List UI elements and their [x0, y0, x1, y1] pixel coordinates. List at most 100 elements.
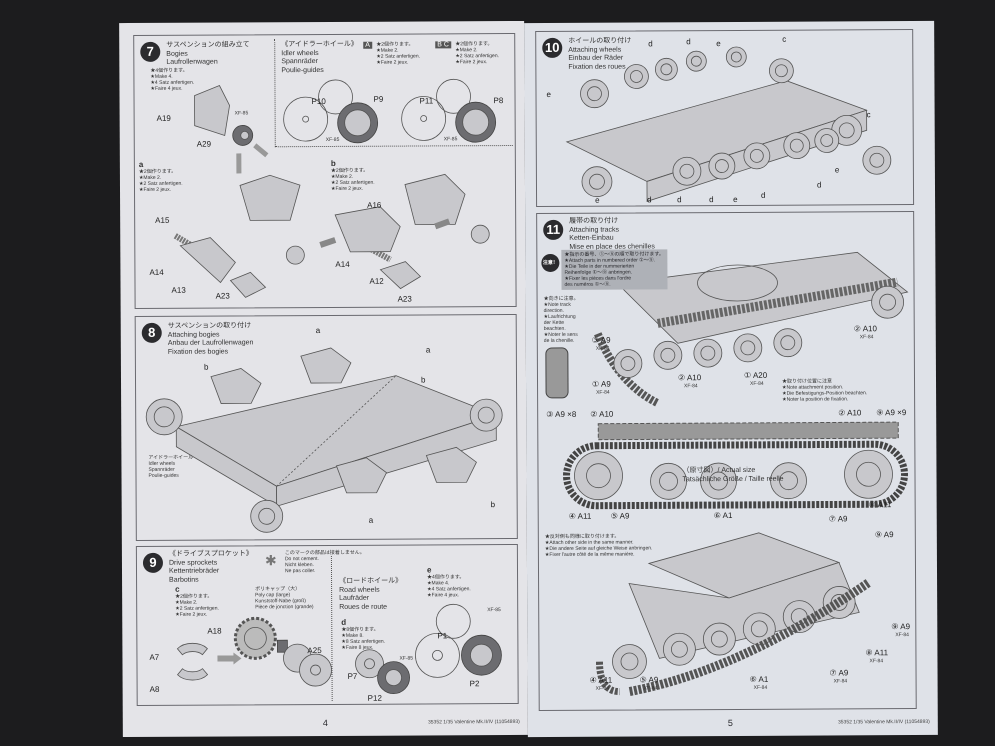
- title-jp: 《ドライブスプロケット》: [168, 550, 253, 558]
- sub-tag: a: [368, 515, 374, 525]
- step-number: 11: [543, 219, 564, 240]
- track-part-label: ⑧ A11: [868, 500, 892, 510]
- paint-label: XF-85: [399, 655, 414, 662]
- wheel: [770, 462, 807, 500]
- step-number: 9: [142, 552, 164, 573]
- title-de: Laufrollenwagen: [166, 58, 218, 66]
- wheel-hub: [679, 163, 695, 179]
- version-tag-bc: B C: [435, 41, 451, 49]
- paint-label: XF-85: [443, 136, 458, 143]
- title-fr: Barbotins: [169, 576, 199, 584]
- sub-tag: d: [709, 195, 714, 205]
- track-part-label: ⑨ A9: [891, 622, 911, 632]
- wheel: [581, 166, 613, 198]
- track-part-label: ② A10: [590, 409, 614, 419]
- sub-tag: b: [420, 375, 426, 385]
- wheel: [862, 145, 892, 175]
- part-label: P11: [419, 96, 434, 106]
- wheel: [844, 449, 893, 499]
- paint-label: XF-84: [643, 685, 658, 692]
- sprocket-wheel-illustration: [176, 603, 502, 695]
- part-label: A7: [149, 652, 160, 662]
- part-label: A12: [369, 276, 384, 286]
- wheel-hub: [690, 55, 702, 67]
- part-label: A13: [171, 285, 186, 295]
- wheel-hub: [620, 356, 636, 371]
- title-fr: Poulie-guides: [281, 66, 324, 74]
- sub-tag: d: [686, 37, 691, 47]
- wheel-hub: [660, 63, 673, 76]
- wheel: [654, 57, 678, 81]
- track-attach-illustration: [545, 251, 909, 696]
- part-label: P1: [437, 631, 448, 641]
- wheel-hub: [730, 51, 742, 63]
- paint-label: XF-84: [596, 389, 610, 396]
- track-part-label: ③ A9: [591, 335, 611, 345]
- sub-tag: d: [761, 190, 766, 200]
- wheel: [768, 58, 794, 84]
- title-jp: 《ロードホイール》: [339, 577, 403, 585]
- sub-e-note: e★4個作ります。★Make 4.★4 Satz anfertigen.★Fai…: [426, 565, 471, 599]
- wheel-attach-illustration: [565, 46, 892, 202]
- wheel-hub: [630, 70, 643, 83]
- sub-tag: a: [425, 345, 431, 355]
- wheel-hub: [780, 335, 796, 351]
- track-part-label: ⑦ A9: [829, 668, 849, 678]
- part-label: P8: [493, 96, 504, 106]
- make-note: ★4個作ります。★Make 4.★4 Satz anfertigen.★Fair…: [150, 68, 194, 92]
- wheel-hub: [820, 134, 834, 147]
- wheel-hub: [869, 152, 885, 168]
- paint-label: XF-85: [234, 110, 249, 117]
- wheel: [574, 451, 623, 501]
- note-line: ★Faire 2 jeux.: [175, 611, 208, 618]
- wheel: [700, 462, 737, 500]
- part-label: A19: [156, 113, 171, 123]
- wheel-hub: [671, 640, 688, 658]
- track-part-label: ④ A11: [568, 511, 592, 521]
- wheel: [624, 64, 649, 89]
- part-label: P12: [367, 693, 382, 703]
- sub-tag: c: [782, 34, 787, 44]
- wheel-hub: [749, 148, 764, 163]
- kit-code: 35352 1/35 Valentine Mk.II/IV (11054893): [837, 718, 930, 726]
- sub-d-note: d★8個作ります。★Make 8.★8 Satz anfertigen.★Fai…: [341, 618, 385, 651]
- note-line: ★Faire 4 jeux.: [427, 592, 460, 599]
- wheel-hub: [838, 122, 855, 139]
- sub-tag: e: [834, 165, 840, 175]
- wheel: [613, 349, 643, 378]
- sub-tag: e: [546, 89, 551, 99]
- note-line: ★Faire 8 jeux.: [341, 644, 374, 651]
- sub-tag: e: [426, 565, 432, 575]
- note-line: ★Faire 2 jeux.: [455, 59, 488, 66]
- note-line: ★Faire 2 jeux.: [330, 185, 364, 192]
- title-jp: サスペンションの組み立て: [166, 41, 250, 49]
- sub-tag: d: [816, 180, 822, 190]
- part-label: P9: [373, 94, 384, 104]
- note-line: ★Noter la position de fixation.: [782, 396, 849, 403]
- idler-wheel-illustration: [283, 78, 497, 144]
- note-line: ★Faire 2 jeux.: [138, 186, 172, 193]
- step-title: サスペンションの組み立て Bogies Laufrollenwagen: [166, 41, 250, 67]
- wheel: [685, 50, 707, 72]
- part-label: P7: [347, 671, 358, 681]
- wheel-hub: [710, 630, 728, 648]
- sub-tag: d: [648, 39, 653, 49]
- wheel-hub: [740, 340, 756, 356]
- wheel-hub: [700, 345, 716, 361]
- part-label: P10: [311, 96, 326, 107]
- wheel: [871, 285, 904, 319]
- wheel-hub: [587, 86, 602, 102]
- part-label: A15: [155, 215, 170, 225]
- title-de: Laufräder: [339, 594, 370, 602]
- wheel: [742, 612, 776, 646]
- other-side-note: ★反対側も同様に取り付けます。★Attach other side in the…: [545, 533, 653, 558]
- wheel-hub: [659, 471, 678, 491]
- title-en: Road wheels: [339, 586, 380, 594]
- track-part-label: ③ A9 ×8: [546, 409, 577, 419]
